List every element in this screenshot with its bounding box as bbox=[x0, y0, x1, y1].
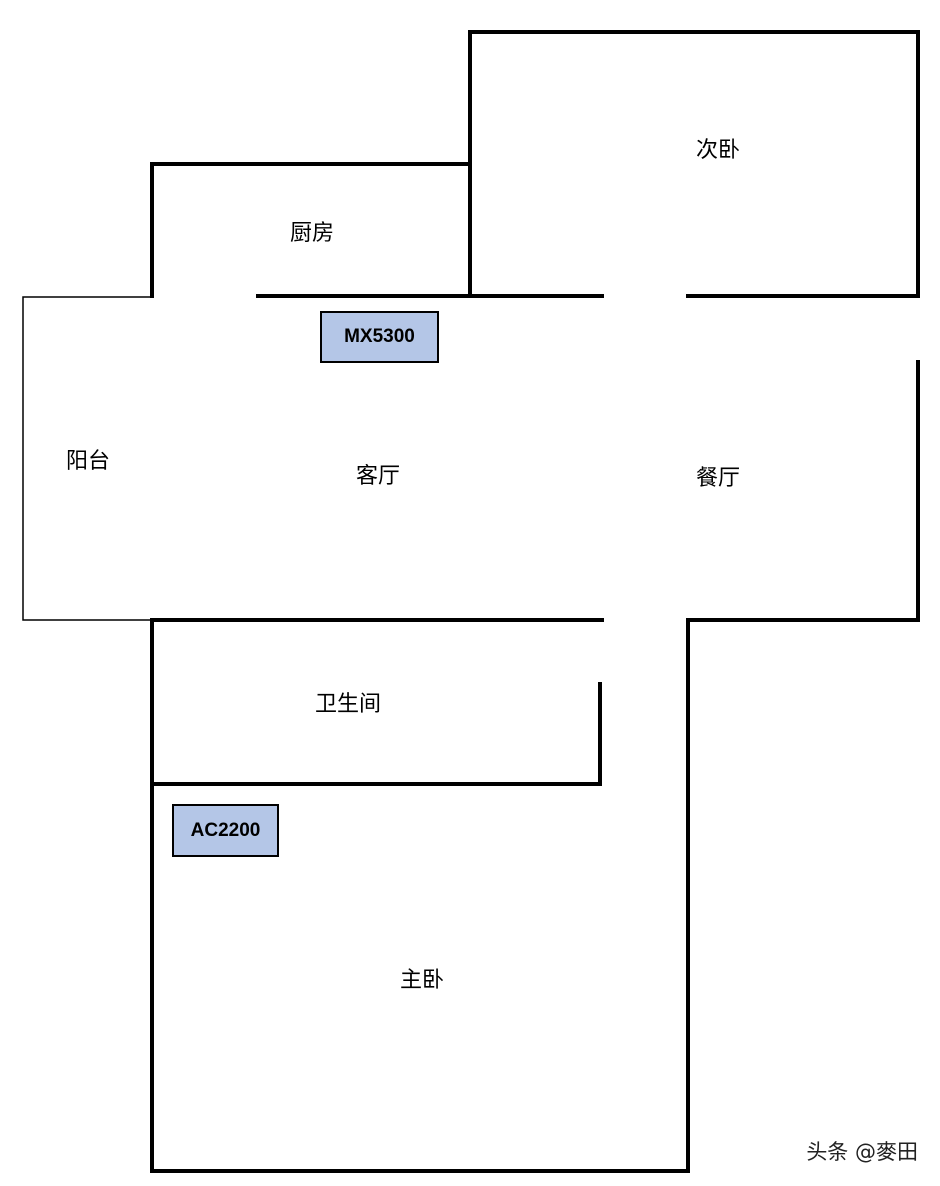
room-label-dining-room: 餐厅 bbox=[695, 466, 741, 491]
wall-dining bbox=[686, 360, 920, 622]
router-mx5300-box: MX5300 bbox=[320, 311, 439, 363]
router-ac2200-box: AC2200 bbox=[172, 804, 279, 857]
room-label-master-bedroom: 主卧 bbox=[399, 968, 445, 993]
room-label-balcony: 阳台 bbox=[65, 449, 111, 474]
wall-balcony bbox=[22, 296, 152, 621]
watermark: 头条 @麥田 bbox=[806, 1140, 918, 1164]
wall-second-bedroom bbox=[468, 30, 920, 298]
room-label-kitchen: 厨房 bbox=[289, 221, 335, 246]
wall-kitchen bbox=[150, 162, 472, 298]
wall-master-bedroom bbox=[150, 618, 690, 1173]
wall-bathroom bbox=[150, 618, 602, 786]
room-label-bathroom: 卫生间 bbox=[314, 692, 382, 717]
room-label-second-bedroom: 次卧 bbox=[695, 138, 741, 163]
room-label-living-room: 客厅 bbox=[355, 464, 401, 489]
